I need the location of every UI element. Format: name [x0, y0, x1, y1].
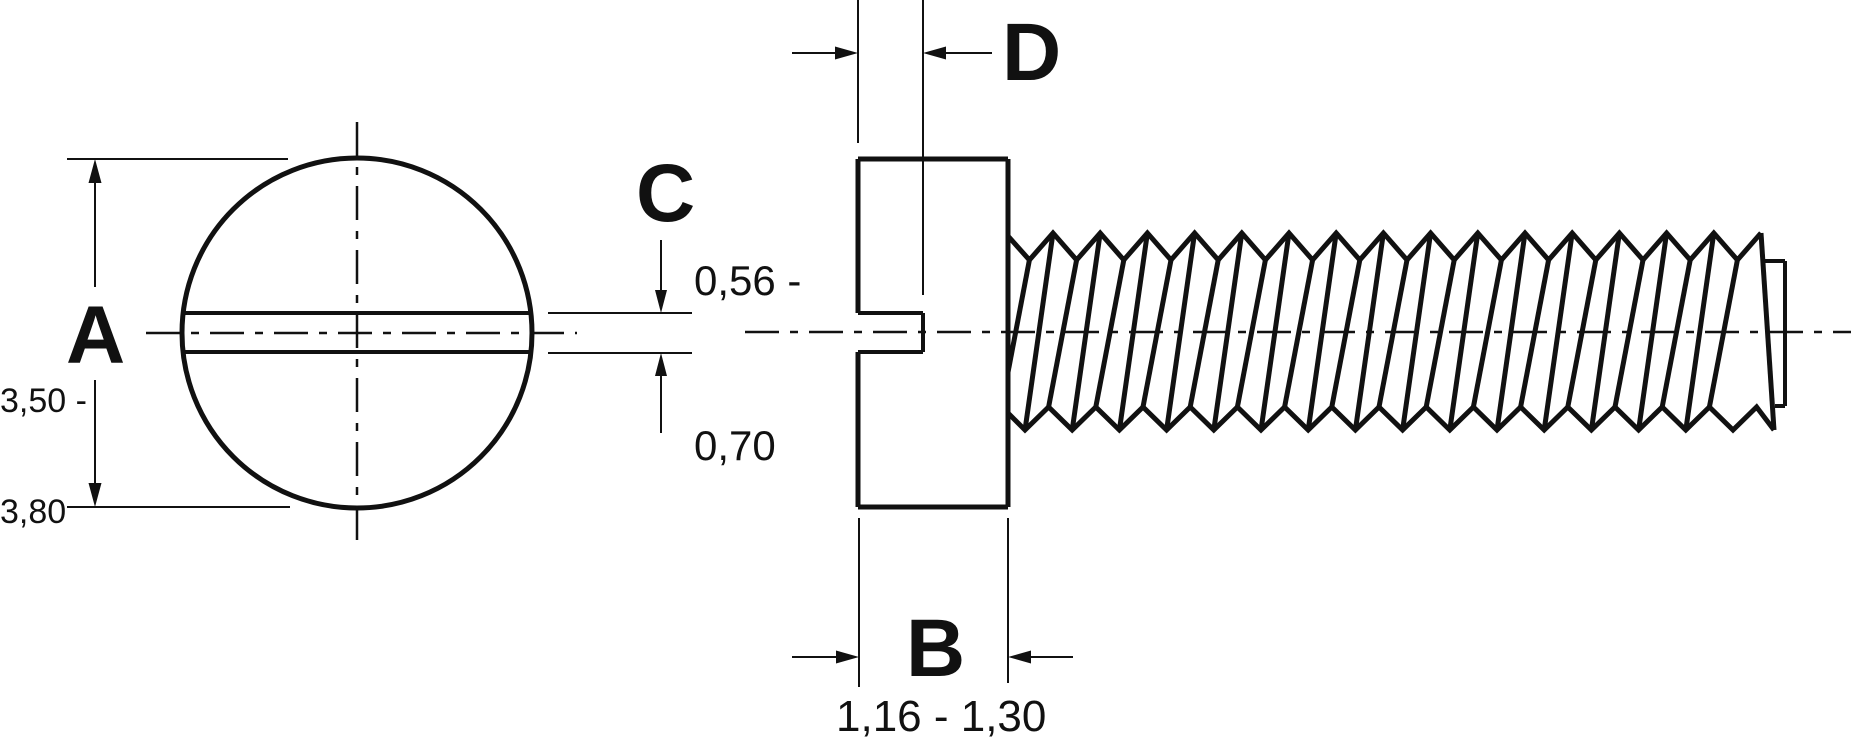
- arrowhead-right: [836, 650, 859, 664]
- dim-c-letter: C: [636, 148, 696, 239]
- dim-c: [548, 240, 692, 433]
- thread-root-line: [1093, 259, 1127, 408]
- thread-root-line: [1234, 259, 1268, 408]
- thread-root-line: [1282, 259, 1316, 408]
- thread-crest-line: [1683, 232, 1717, 431]
- arrowhead-down: [655, 290, 667, 313]
- thread-root-line: [1423, 259, 1457, 408]
- thread-root-line: [1612, 259, 1646, 408]
- dim-b-range: 1,16 - 1,30: [836, 692, 1047, 741]
- arrowhead-up: [655, 353, 667, 376]
- arrowhead-down: [88, 483, 102, 507]
- thread-root-line: [1565, 259, 1599, 408]
- thread-end-chamfer: [1758, 232, 1777, 431]
- dim-d-letter: D: [1002, 7, 1062, 98]
- arrowhead-left: [1008, 650, 1031, 664]
- thread-crest-line: [1494, 232, 1528, 431]
- dim-c-range-line1: 0,56 -: [694, 257, 802, 304]
- thread-end-cap: [1763, 259, 1787, 408]
- thread-root-line: [1187, 259, 1221, 408]
- thread-root-line: [1046, 259, 1080, 408]
- dim-c-range: 0,56 - 0,70: [694, 143, 801, 583]
- thread-root-line: [1659, 259, 1693, 408]
- arrowhead-right: [835, 46, 858, 60]
- thread-root-line: [1706, 259, 1740, 408]
- dim-b-letter: B: [906, 603, 966, 694]
- thread-root-line: [1329, 259, 1363, 408]
- thread-bottom-zigzag: [1006, 403, 1776, 434]
- thread-root-line: [1518, 259, 1552, 408]
- dim-c-range-line2: 0,70: [694, 422, 776, 469]
- dim-a-range-line2: 3,80: [0, 493, 67, 531]
- dim-b: [792, 518, 1073, 687]
- dim-a: [67, 158, 290, 508]
- thread-root-line: [1005, 259, 1032, 373]
- front-view: [146, 122, 577, 548]
- thread: [1005, 229, 1777, 434]
- thread-root-line: [1140, 259, 1174, 408]
- dim-a-letter: A: [66, 290, 126, 381]
- dim-a-range: 3,50 - 3,80: [0, 309, 87, 605]
- thread-root-line: [1376, 259, 1410, 408]
- arrowhead-left: [923, 46, 946, 60]
- arrowhead-up: [88, 159, 102, 183]
- thread-crest-line: [1022, 232, 1056, 431]
- thread-crest-line: [1211, 232, 1245, 431]
- thread-root-line: [1470, 259, 1504, 408]
- dim-d: [792, 0, 992, 295]
- dim-a-range-line1: 3,50 -: [0, 382, 87, 420]
